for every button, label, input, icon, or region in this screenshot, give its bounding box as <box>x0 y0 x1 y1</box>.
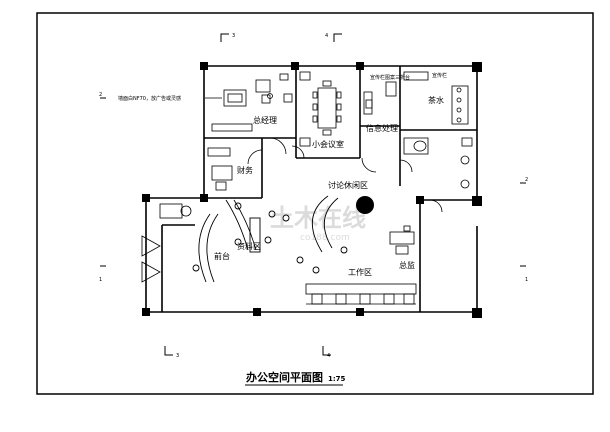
room-label-front-desk: 前台 <box>214 251 230 261</box>
sign-label: 宣传栏 <box>432 72 447 79</box>
director-furniture <box>389 225 415 255</box>
axis-label-right-upper: 2 <box>525 177 528 183</box>
room-label-general-manager: 总经理 <box>253 115 277 125</box>
room-label-info-processing: 信息处理 <box>366 123 398 133</box>
room-label-work-area: 工作区 <box>348 267 372 277</box>
watermark-subtext: co188.com <box>300 233 350 243</box>
tea-room-furniture <box>403 71 473 189</box>
doors <box>247 137 443 213</box>
axis-label-left-lower: 1 <box>99 277 102 283</box>
info-processing-furniture <box>363 81 397 115</box>
manager-office-furniture <box>211 73 293 132</box>
room-label-tea-water: 茶水 <box>428 95 444 105</box>
watermark: 土木在线 co188.com <box>270 204 366 243</box>
wall-note: 墙面白NF70，放广告或灵感 <box>118 95 181 102</box>
room-label-archives: 资料区 <box>237 241 261 251</box>
axis-label-bottom-left: 3 <box>176 353 179 359</box>
room-label-discussion-lounge: 讨论休闲区 <box>328 180 368 190</box>
axis-label-left-upper: 2 <box>99 92 102 98</box>
drawing-title: 办公空间平面图 <box>246 370 323 384</box>
axis-label-top-left: 3 <box>232 33 235 39</box>
meeting-note: 宣传栏图案三折台 <box>370 74 410 81</box>
discussion-lounge-furniture <box>264 195 348 274</box>
work-area-furniture <box>305 283 417 305</box>
meeting-room-furniture <box>299 71 342 147</box>
axis-label-top-right: 4 <box>325 33 328 39</box>
structural-columns <box>142 62 482 318</box>
front-desk-furniture <box>192 199 261 283</box>
room-label-finance: 财务 <box>237 165 253 175</box>
watermark-text: 土木在线 <box>270 204 366 232</box>
finance-furniture <box>207 147 233 191</box>
entry-furniture <box>141 203 192 300</box>
axis-label-bottom-right: 4 <box>327 353 330 359</box>
axis-markers <box>100 33 526 356</box>
axis-label-right-lower: 1 <box>525 277 528 283</box>
drawing-frame <box>36 12 594 395</box>
room-label-small-meeting: 小会议室 <box>312 139 344 149</box>
room-label-director: 总监 <box>399 260 415 270</box>
drawing-scale: 1:75 <box>328 375 346 383</box>
